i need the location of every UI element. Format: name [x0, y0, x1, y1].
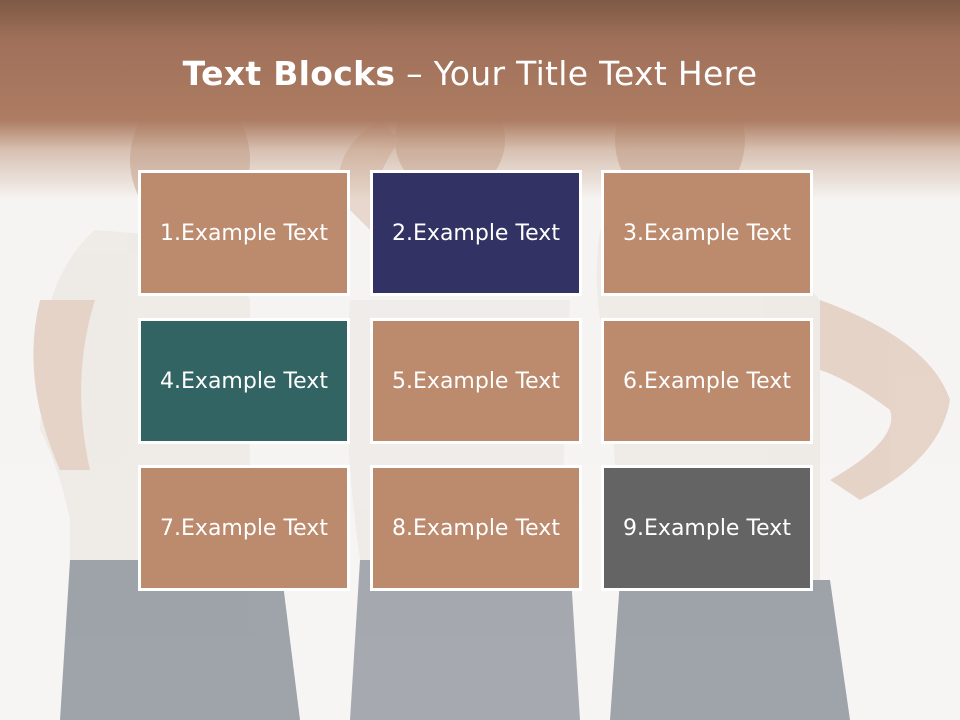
text-block-4[interactable]: 4.Example Text — [138, 318, 350, 444]
text-block-6[interactable]: 6.Example Text — [601, 318, 813, 444]
title-separator: – — [395, 54, 434, 93]
text-block-5[interactable]: 5.Example Text — [370, 318, 582, 444]
text-block-label: 7.Example Text — [160, 515, 328, 541]
text-block-1[interactable]: 1.Example Text — [138, 170, 350, 296]
text-block-2[interactable]: 2.Example Text — [370, 170, 582, 296]
slide-title: Text Blocks – Your Title Text Here — [0, 54, 940, 93]
text-block-label: 5.Example Text — [392, 368, 560, 394]
text-block-3[interactable]: 3.Example Text — [601, 170, 813, 296]
text-block-label: 8.Example Text — [392, 515, 560, 541]
text-block-label: 9.Example Text — [623, 515, 791, 541]
title-bar — [0, 0, 960, 200]
text-block-7[interactable]: 7.Example Text — [138, 465, 350, 591]
text-block-9[interactable]: 9.Example Text — [601, 465, 813, 591]
text-block-label: 1.Example Text — [160, 220, 328, 246]
text-block-8[interactable]: 8.Example Text — [370, 465, 582, 591]
text-block-label: 3.Example Text — [623, 220, 791, 246]
title-bold: Text Blocks — [182, 54, 396, 93]
text-block-label: 6.Example Text — [623, 368, 791, 394]
text-block-label: 2.Example Text — [392, 220, 560, 246]
title-rest: Your Title Text Here — [433, 54, 758, 93]
text-block-label: 4.Example Text — [160, 368, 328, 394]
